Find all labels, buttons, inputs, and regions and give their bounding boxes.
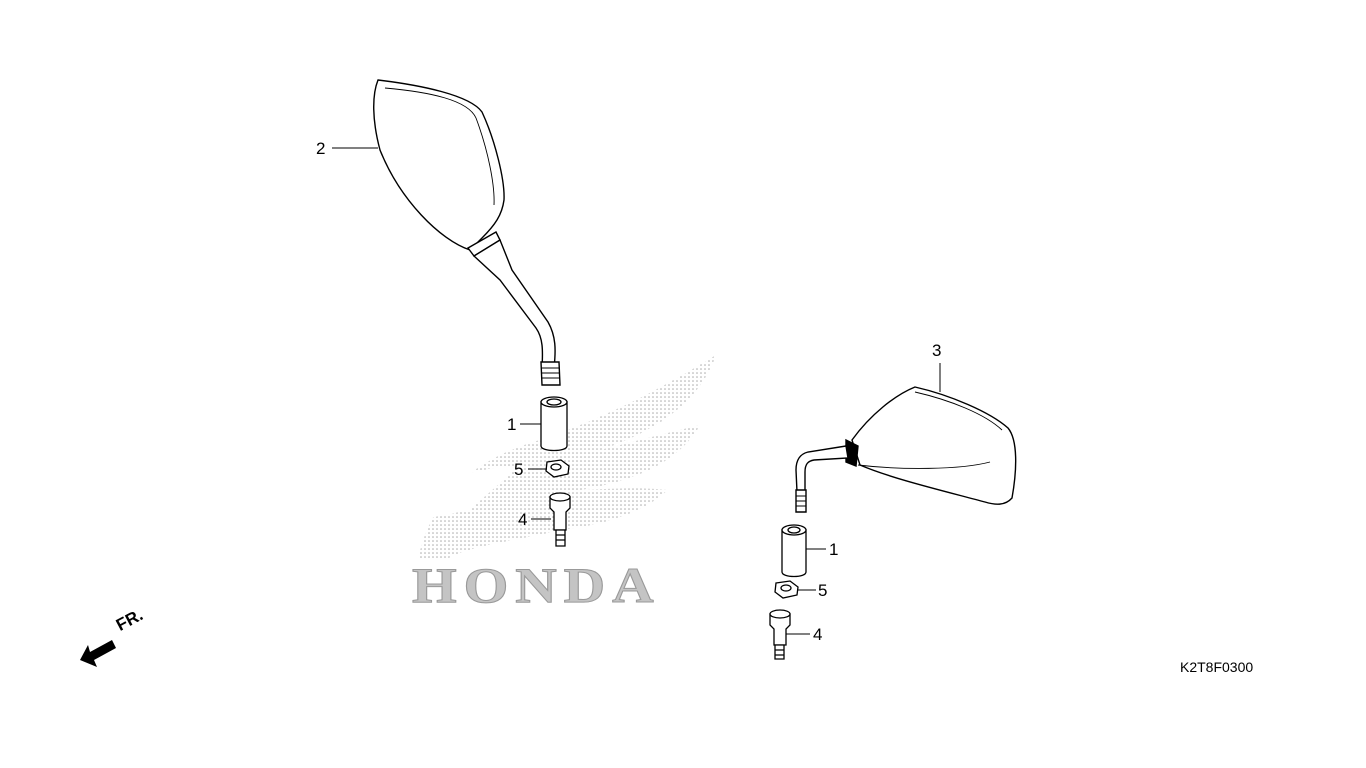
- left-nut-part[interactable]: [545, 459, 570, 478]
- honda-logo-watermark: HONDA: [411, 557, 661, 613]
- left-adapter-part[interactable]: [540, 396, 568, 452]
- drawing-code: K2T8F0300: [1180, 659, 1254, 675]
- right-mirror[interactable]: [795, 386, 1017, 513]
- right-adapter-part[interactable]: [781, 524, 807, 578]
- right-nut-part[interactable]: [774, 580, 799, 599]
- front-arrow-icon: [80, 640, 116, 667]
- honda-wing-watermark: [418, 355, 716, 560]
- callout-right-adapter: 1: [829, 540, 839, 559]
- callout-right-mirror: 3: [932, 341, 942, 360]
- callout-left-nut: 5: [514, 460, 524, 479]
- callout-left-adapter: 1: [507, 415, 517, 434]
- right-bolt-part[interactable]: [769, 609, 791, 660]
- leader-lines: [332, 147, 941, 635]
- callout-left-mirror: 2: [316, 139, 326, 158]
- left-bolt-part[interactable]: [549, 492, 571, 547]
- callout-left-bolt: 4: [518, 510, 528, 529]
- left-mirror[interactable]: [373, 79, 561, 386]
- callout-right-nut: 5: [818, 581, 828, 600]
- callout-right-bolt: 4: [813, 625, 823, 644]
